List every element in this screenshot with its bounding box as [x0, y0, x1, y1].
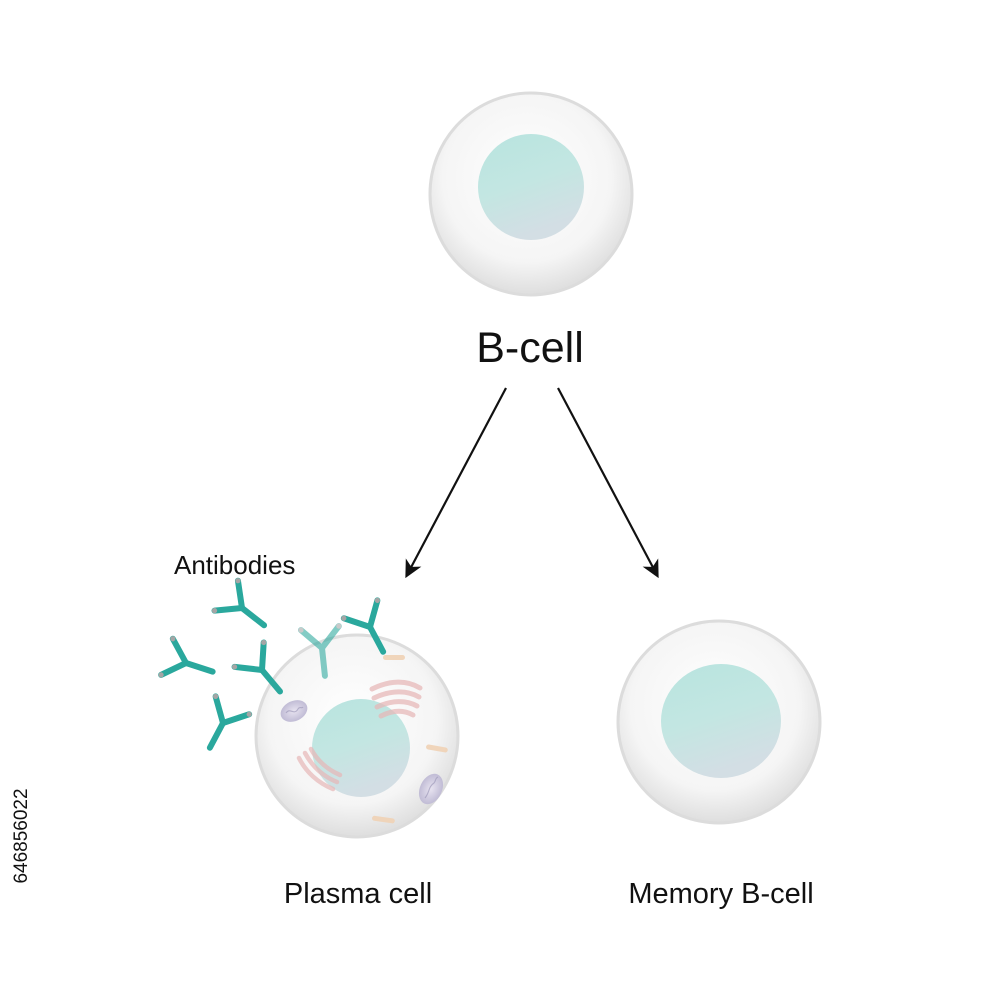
stock-id-label: 646856022 — [8, 756, 36, 916]
y-antibody-icon — [191, 693, 253, 758]
plasma-cell — [254, 633, 460, 839]
vesicle-bottom — [372, 815, 395, 824]
golgi-apparatus-upper — [369, 679, 423, 719]
antibodies-label: Antibodies — [174, 550, 296, 580]
y-antibody-icon — [211, 577, 277, 642]
mitochondrion-right — [418, 773, 444, 805]
arrow-to-memory-b-cell — [557, 387, 659, 579]
memory-b-cell — [616, 619, 822, 825]
b-cell-label: B-cell — [476, 324, 584, 372]
mitochondrion-left — [280, 700, 308, 722]
stock-id-text: 646856022 — [11, 788, 32, 884]
arrow-to-plasma-cell — [405, 387, 507, 579]
golgi-apparatus-lower — [296, 746, 343, 792]
vesicle-right — [426, 744, 448, 753]
plasma-cell-label: Plasma cell — [283, 878, 433, 910]
vesicle-top — [383, 655, 405, 660]
memory-b-cell-label: Memory B-cell — [628, 878, 814, 910]
b-cell — [428, 91, 634, 297]
b-cell-nucleus — [478, 134, 584, 240]
y-antibody-icon — [158, 635, 219, 692]
memory-b-cell-nucleus — [661, 664, 781, 778]
